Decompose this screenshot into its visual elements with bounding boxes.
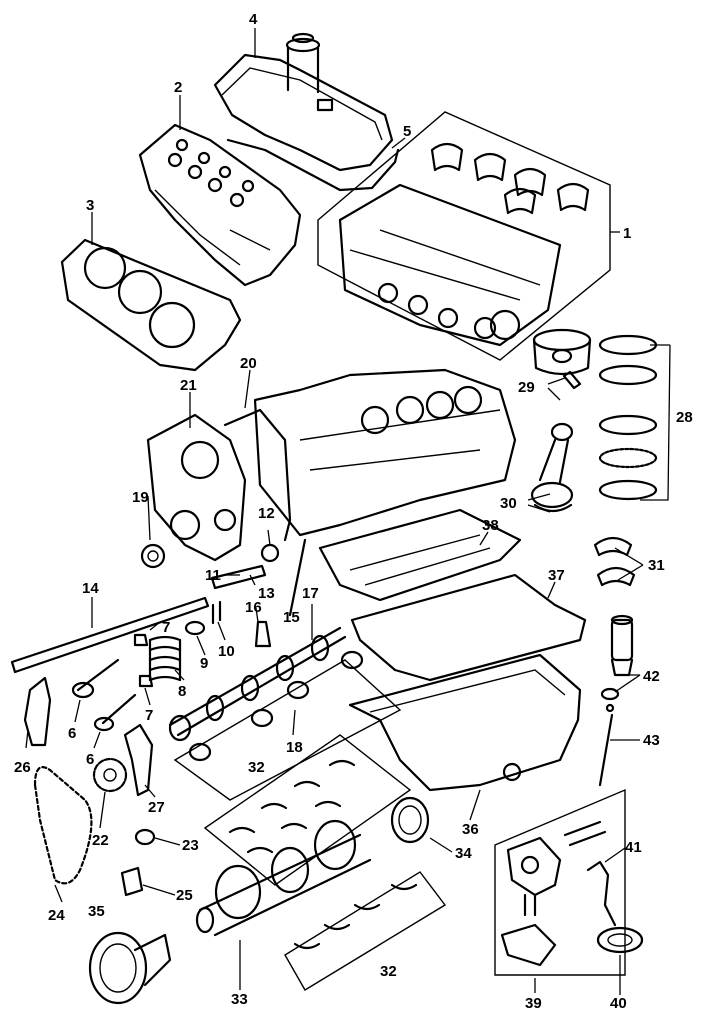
engine-block xyxy=(253,368,517,537)
oil-pickup-tube xyxy=(586,860,617,927)
valve-cover xyxy=(213,32,394,172)
lifter xyxy=(254,620,272,648)
callout-37: 37 xyxy=(548,567,565,584)
connecting-rod xyxy=(530,422,574,513)
callout-43: 43 xyxy=(643,732,660,749)
valve-spring xyxy=(148,635,182,682)
intake-valve xyxy=(71,658,120,699)
callout-9: 9 xyxy=(200,655,208,672)
callout-29: 29 xyxy=(518,379,535,396)
dipstick-tube xyxy=(598,713,614,787)
rod-bearings xyxy=(593,536,636,587)
rocker-arm xyxy=(210,564,267,590)
callout-7a: 7 xyxy=(162,619,170,636)
crank-sprocket xyxy=(92,757,128,793)
callout-8: 8 xyxy=(178,683,186,700)
exhaust-valve xyxy=(93,693,137,732)
oil-pressure-sender xyxy=(610,614,634,677)
valve-cover-gasket xyxy=(226,138,400,192)
callout-25: 25 xyxy=(176,887,193,904)
callout-38: 38 xyxy=(482,517,499,534)
callout-7b: 7 xyxy=(145,707,153,724)
callout-10: 10 xyxy=(218,643,235,660)
callout-22: 22 xyxy=(92,832,109,849)
timing-chain xyxy=(33,766,93,885)
callout-31: 31 xyxy=(648,557,665,574)
callout-16: 16 xyxy=(245,599,262,616)
callout-18: 18 xyxy=(286,739,303,756)
piston xyxy=(532,328,592,376)
leader-lines xyxy=(25,28,671,995)
callout-13: 13 xyxy=(258,585,275,602)
callout-6b: 6 xyxy=(86,751,94,768)
callout-21: 21 xyxy=(180,377,197,394)
callout-11: 11 xyxy=(205,567,221,584)
timing-cover-gasket xyxy=(223,408,292,542)
callout-17: 17 xyxy=(302,585,319,602)
windage-tray xyxy=(318,508,522,602)
crankshaft xyxy=(195,819,372,937)
oil-pickup-screen xyxy=(596,926,644,954)
rocker-pivot xyxy=(260,543,280,563)
sprocket-washer xyxy=(134,828,156,846)
rocker-shaft xyxy=(10,596,210,674)
callout-34: 34 xyxy=(455,845,472,862)
callout-12: 12 xyxy=(258,505,275,522)
callout-20: 20 xyxy=(240,355,257,372)
callout-24: 24 xyxy=(48,907,65,924)
oil-pump-assembly xyxy=(494,788,626,976)
timing-cover xyxy=(146,413,247,562)
engine-block-assembly xyxy=(317,111,611,361)
valve-keeper-lower xyxy=(138,674,154,688)
callout-39: 39 xyxy=(525,995,542,1012)
valve-spring-retainer xyxy=(184,620,206,636)
chain-tensioner xyxy=(23,676,52,747)
callout-3: 3 xyxy=(86,197,94,214)
callout-23: 23 xyxy=(182,837,199,854)
callout-4: 4 xyxy=(249,11,258,28)
callout-35: 35 xyxy=(88,903,105,920)
callout-26: 26 xyxy=(14,759,31,776)
callout-19: 19 xyxy=(132,489,149,506)
callout-41: 41 xyxy=(625,839,642,856)
callouts: 1 2 3 4 5 28 29 30 31 20 21 19 12 11 13 … xyxy=(14,11,693,1012)
callout-6a: 6 xyxy=(68,725,76,742)
rear-main-seal xyxy=(390,796,430,844)
callout-15: 15 xyxy=(283,609,300,626)
callout-5: 5 xyxy=(403,123,411,140)
callout-27: 27 xyxy=(148,799,165,816)
callout-14: 14 xyxy=(82,580,99,597)
camshaft xyxy=(168,626,347,742)
callout-36: 36 xyxy=(462,821,479,838)
front-crank-seal xyxy=(140,543,166,569)
harmonic-balancer xyxy=(88,931,172,1005)
valve-keeper xyxy=(133,633,149,647)
main-bearings-lower xyxy=(284,871,447,991)
callout-32b: 32 xyxy=(380,963,397,980)
callout-28: 28 xyxy=(676,409,693,426)
piston-pin xyxy=(562,370,582,390)
callout-42: 42 xyxy=(643,668,660,685)
callout-33: 33 xyxy=(231,991,248,1008)
crank-key xyxy=(120,866,144,897)
callout-32a: 32 xyxy=(248,759,265,776)
callout-2: 2 xyxy=(174,79,182,96)
cam-bearings xyxy=(173,650,402,801)
main-bearings-upper xyxy=(203,734,412,886)
sender-washer xyxy=(600,687,620,701)
cylinder-head xyxy=(138,123,302,287)
callout-1: 1 xyxy=(623,225,631,242)
oil-pan xyxy=(348,653,582,792)
oil-pan-gasket xyxy=(350,573,587,682)
head-gasket xyxy=(60,238,242,372)
piston-rings xyxy=(598,334,658,501)
chain-guide xyxy=(123,723,154,797)
sender-seal xyxy=(605,703,615,713)
valve-stem-seal xyxy=(211,600,222,625)
callout-30: 30 xyxy=(500,495,517,512)
callout-40: 40 xyxy=(610,995,627,1012)
